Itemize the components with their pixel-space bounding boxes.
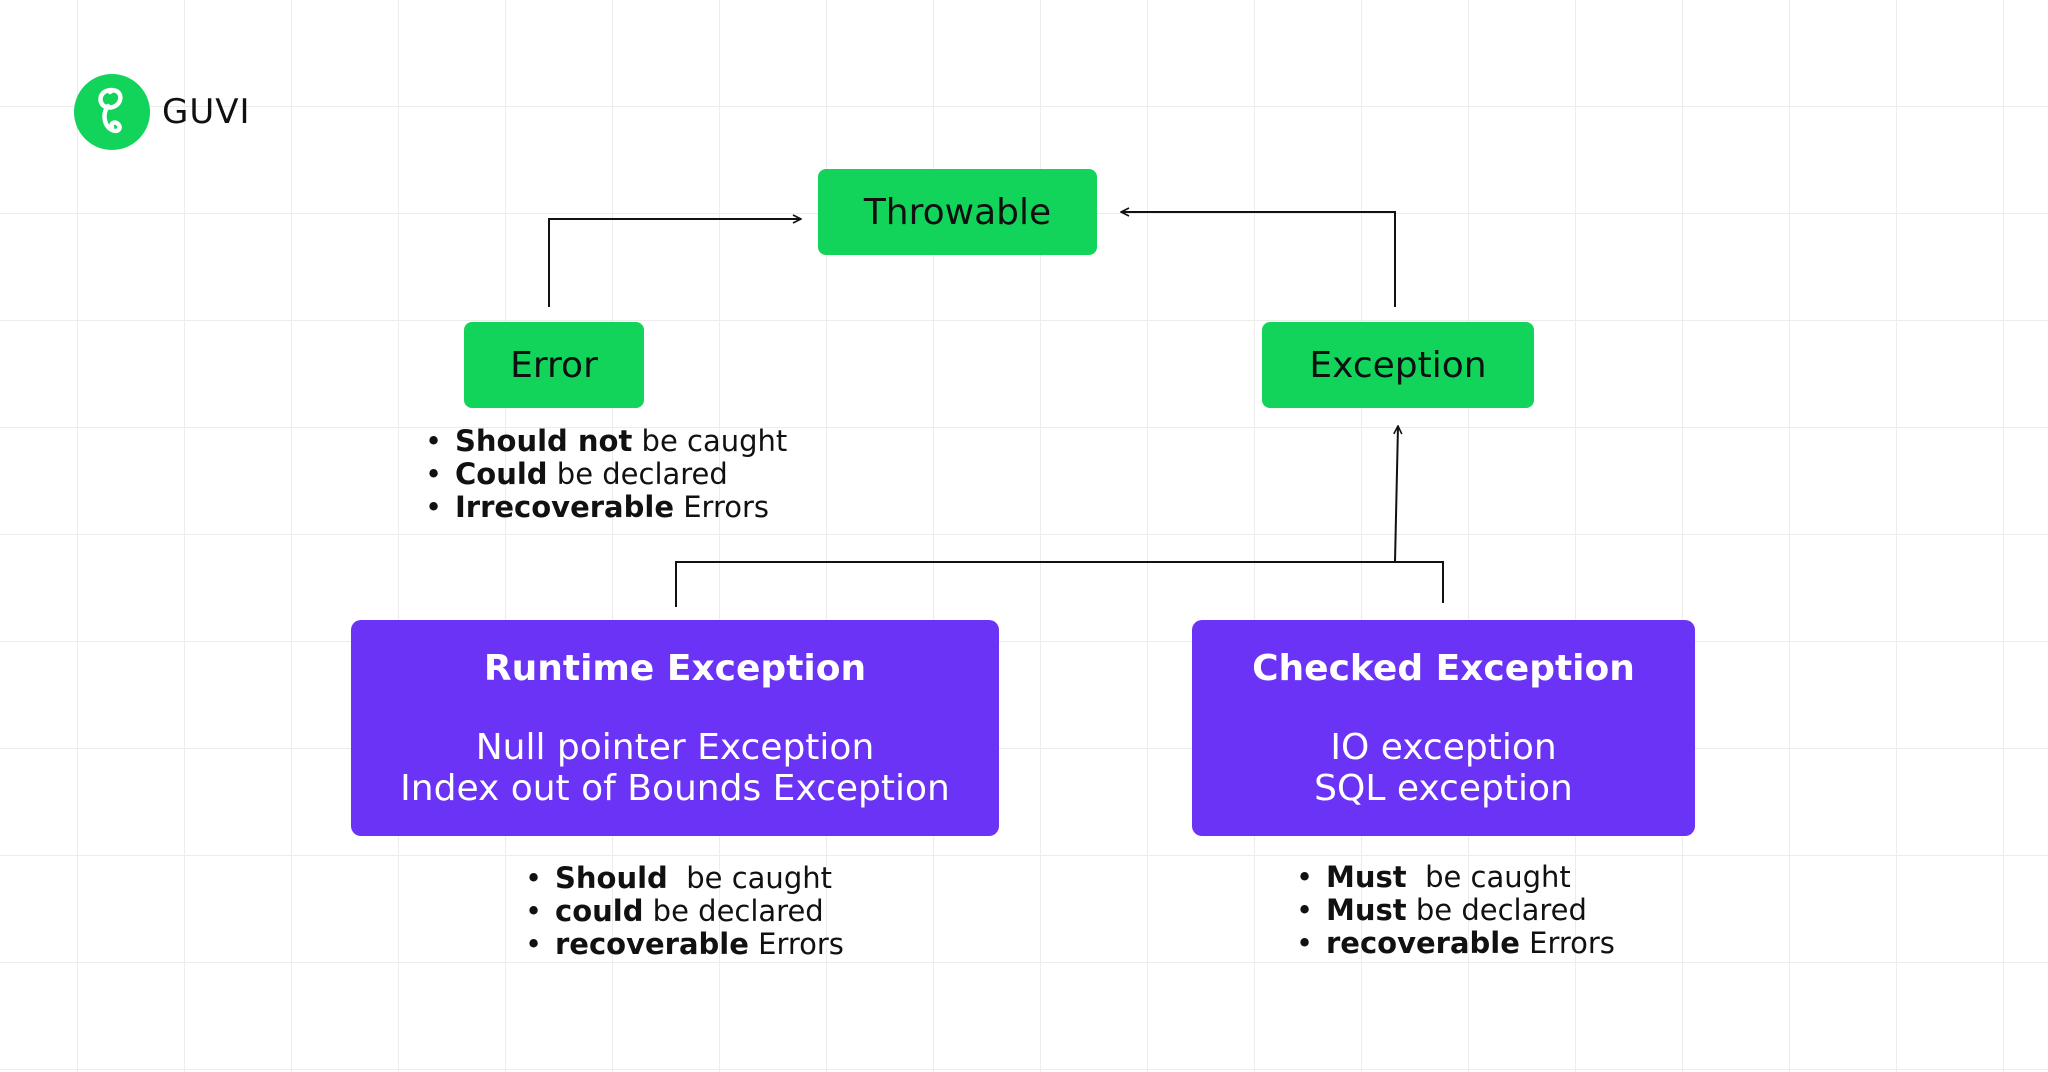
- checked-exception-title: Checked Exception: [1252, 647, 1635, 689]
- exception-node: Exception: [1262, 322, 1534, 408]
- list-item: Could be declared: [425, 458, 787, 492]
- list-item: could be declared: [525, 895, 844, 929]
- checked-notes: Must be caught Must be declared recovera…: [1296, 861, 1615, 961]
- runtime-exception-item: Null pointer Exception: [475, 726, 875, 768]
- runtime-exception-title: Runtime Exception: [483, 647, 867, 689]
- subclasses-to-exception-arrow: [1395, 426, 1398, 563]
- runtime-connector: [675, 561, 1444, 607]
- checked-exception-item: IO exception: [1330, 726, 1557, 768]
- throwable-label: Throwable: [863, 191, 1052, 233]
- list-item: Should be caught: [525, 862, 844, 896]
- checked-exception-node: Checked Exception IO exception SQL excep…: [1192, 620, 1695, 836]
- error-notes: Should not be caught Could be declared I…: [425, 425, 787, 525]
- list-item: Must be declared: [1296, 894, 1615, 928]
- exception-to-throwable-arrow: [1121, 212, 1396, 307]
- list-item: Irrecoverable Errors: [425, 491, 787, 525]
- list-item: recoverable Errors: [525, 928, 844, 962]
- list-item: recoverable Errors: [1296, 927, 1615, 961]
- error-node: Error: [464, 322, 644, 408]
- error-label: Error: [510, 344, 598, 386]
- list-item: Should not be caught: [425, 425, 787, 459]
- exception-label: Exception: [1309, 344, 1487, 386]
- guvi-logo: GUVI: [74, 74, 251, 150]
- throwable-node: Throwable: [818, 169, 1097, 255]
- error-to-throwable-arrow: [548, 219, 801, 307]
- runtime-exception-node: Runtime Exception Null pointer Exception…: [351, 620, 999, 836]
- runtime-notes: Should be caught could be declared recov…: [525, 862, 844, 962]
- brand-name: GUVI: [162, 92, 251, 132]
- list-item: Must be caught: [1296, 861, 1615, 895]
- guvi-logo-icon: [74, 74, 150, 150]
- checked-exception-item: SQL exception: [1314, 767, 1573, 809]
- runtime-exception-item: Index out of Bounds Exception: [400, 767, 950, 809]
